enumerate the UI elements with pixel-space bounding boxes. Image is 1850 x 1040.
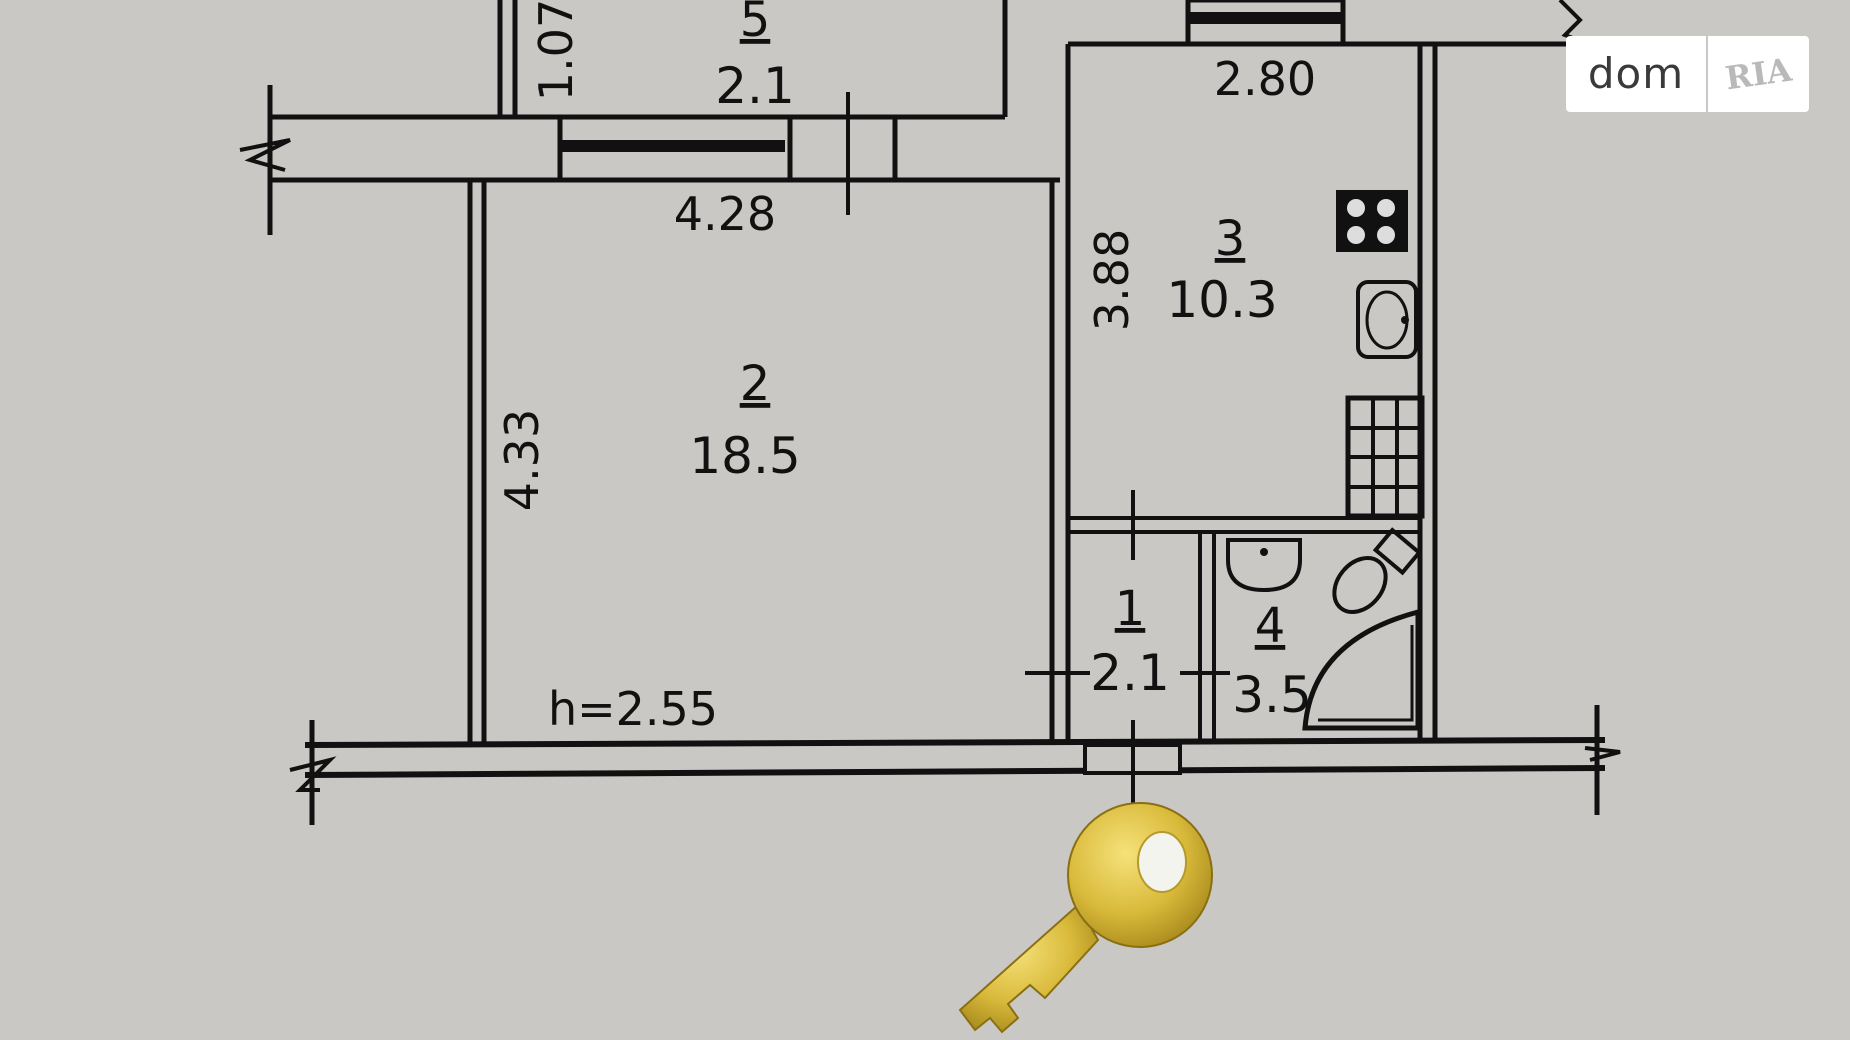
toilet-icon <box>1332 527 1422 614</box>
key-icon <box>958 802 1213 1034</box>
room-3-length-label: 3.88 <box>1085 229 1139 331</box>
room-4-area: 3.5 <box>1232 666 1312 724</box>
fixtures <box>1226 190 1425 731</box>
ceiling-height-label: h=2.55 <box>548 682 718 736</box>
room-1-number: 1 <box>1115 581 1146 637</box>
logo-divider <box>1706 36 1708 112</box>
logo-dom-text: dom <box>1587 49 1685 98</box>
room-2-area: 18.5 <box>689 427 800 485</box>
room-1-area: 2.1 <box>1090 644 1170 702</box>
room-2-number: 2 <box>740 356 771 412</box>
room-2-width-label: 4.28 <box>674 187 776 241</box>
radiator-icon <box>1345 395 1425 519</box>
room-3-number: 3 <box>1215 211 1246 267</box>
balcony-width-label: 1.07 <box>529 0 583 101</box>
bathroom-sink-icon <box>1226 538 1302 593</box>
kitchen-sink-icon <box>1356 280 1418 359</box>
watermark-logo: dom RIA <box>1566 36 1809 112</box>
room-3-width-label: 2.80 <box>1214 52 1316 106</box>
room-3-area: 10.3 <box>1166 271 1277 329</box>
room-labels: 5 2.1 2 18.5 3 10.3 1 2.1 4 3.5 <box>689 0 1311 724</box>
corner-shower-icon <box>1302 608 1421 731</box>
logo-ria-text: RIA <box>1722 50 1795 98</box>
room-5-area: 2.1 <box>715 57 795 115</box>
dimension-labels: 4.28 4.33 2.80 3.88 1.07 h=2.55 <box>495 0 1316 736</box>
room-5-number: 5 <box>740 0 771 48</box>
room-4-number: 4 <box>1255 598 1286 654</box>
room-2-length-label: 4.33 <box>495 409 549 511</box>
walls <box>239 0 1621 825</box>
stove-icon <box>1336 190 1408 252</box>
